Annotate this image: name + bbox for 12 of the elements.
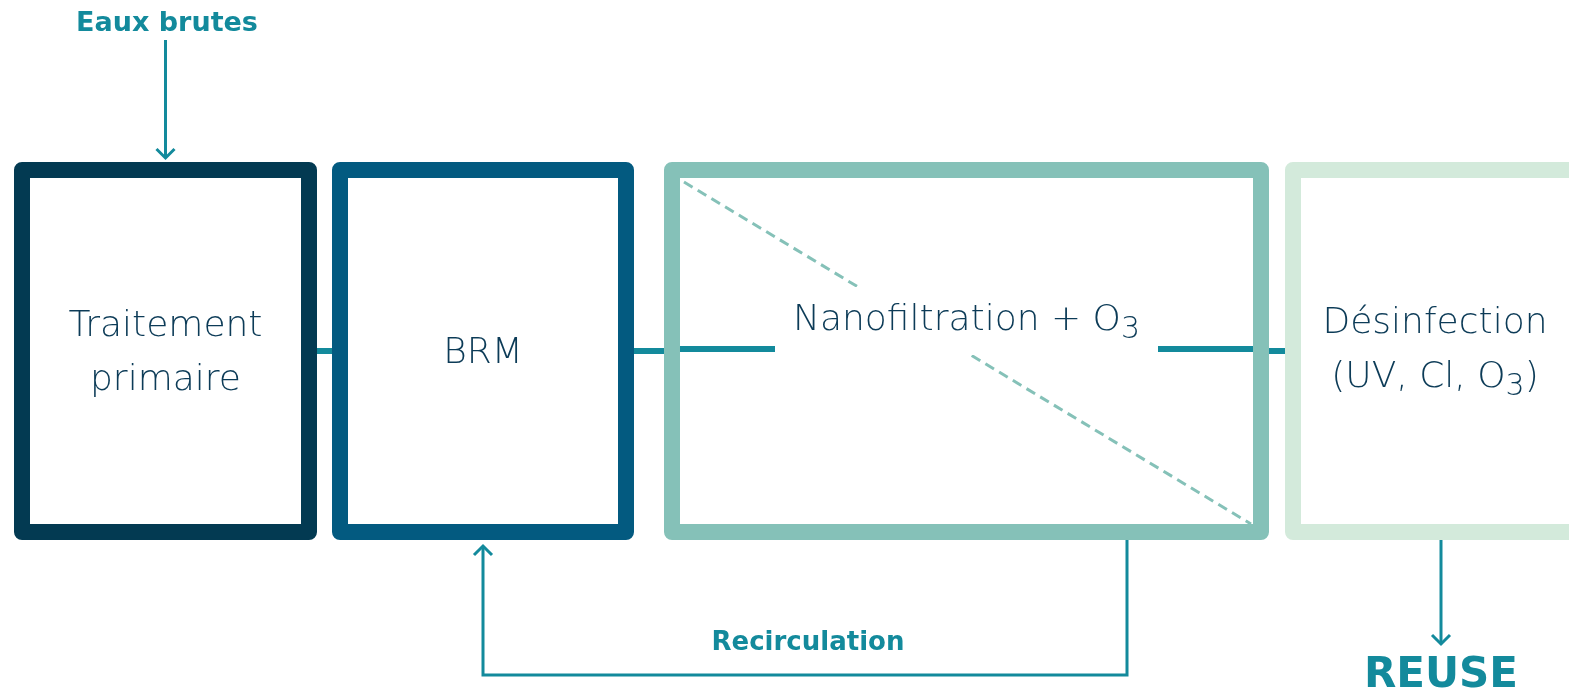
box-label: Nanofiltration + O$_{3}$ [775, 287, 1158, 355]
arrow [155, 40, 176, 160]
connector-line [317, 348, 332, 354]
arrow [1430, 540, 1452, 646]
arrow [472, 540, 1129, 677]
process-box [1285, 162, 1569, 540]
connector-line [634, 348, 664, 354]
input-label: Eaux brutes [76, 6, 258, 37]
output-label: REUSE [1363, 648, 1519, 693]
connector-line [1269, 348, 1285, 354]
process-box [332, 162, 634, 540]
process-box [14, 162, 317, 540]
